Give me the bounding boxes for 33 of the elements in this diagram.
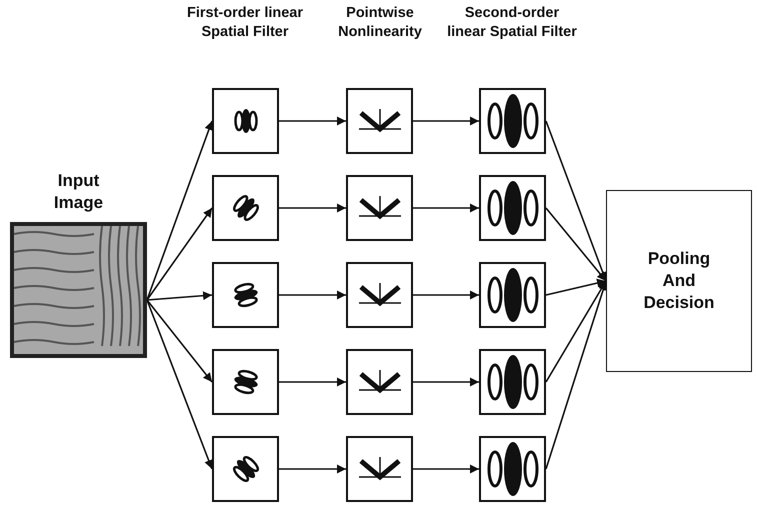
image-title: Input Image xyxy=(52,170,104,214)
nonlinearity-box xyxy=(346,88,413,154)
arrow xyxy=(545,120,608,282)
arrow xyxy=(279,204,346,212)
arrow xyxy=(413,204,479,212)
arrow xyxy=(413,464,479,474)
arrow xyxy=(146,291,212,301)
decision-box: Pooling And Decision xyxy=(606,190,752,372)
arrow xyxy=(279,464,346,474)
arrow xyxy=(413,116,479,126)
arrow xyxy=(546,278,606,296)
arrow xyxy=(279,116,346,126)
column-heading: Pointwise Nonlinearity xyxy=(337,4,423,42)
filter-box xyxy=(212,175,279,241)
arrow xyxy=(146,300,213,470)
column-heading: Second-order linear Spatial Filter xyxy=(447,4,577,42)
nonlinearity-box xyxy=(346,262,413,328)
filter-box xyxy=(212,262,279,328)
nonlinearity-box xyxy=(346,349,413,415)
nonlinearity-box xyxy=(346,436,413,502)
filter-box xyxy=(212,88,279,154)
filter-box xyxy=(212,349,279,415)
arrow xyxy=(279,290,346,300)
filter-box xyxy=(212,436,279,502)
arrow xyxy=(413,378,479,386)
nonlinearity-box xyxy=(346,175,413,241)
arrow xyxy=(146,208,213,300)
arrow xyxy=(279,378,346,386)
column-heading: First-order linear Spatial Filter xyxy=(186,4,304,42)
arrow xyxy=(545,280,607,382)
arrow xyxy=(545,208,607,282)
arrow xyxy=(146,300,213,382)
arrow xyxy=(413,290,479,300)
